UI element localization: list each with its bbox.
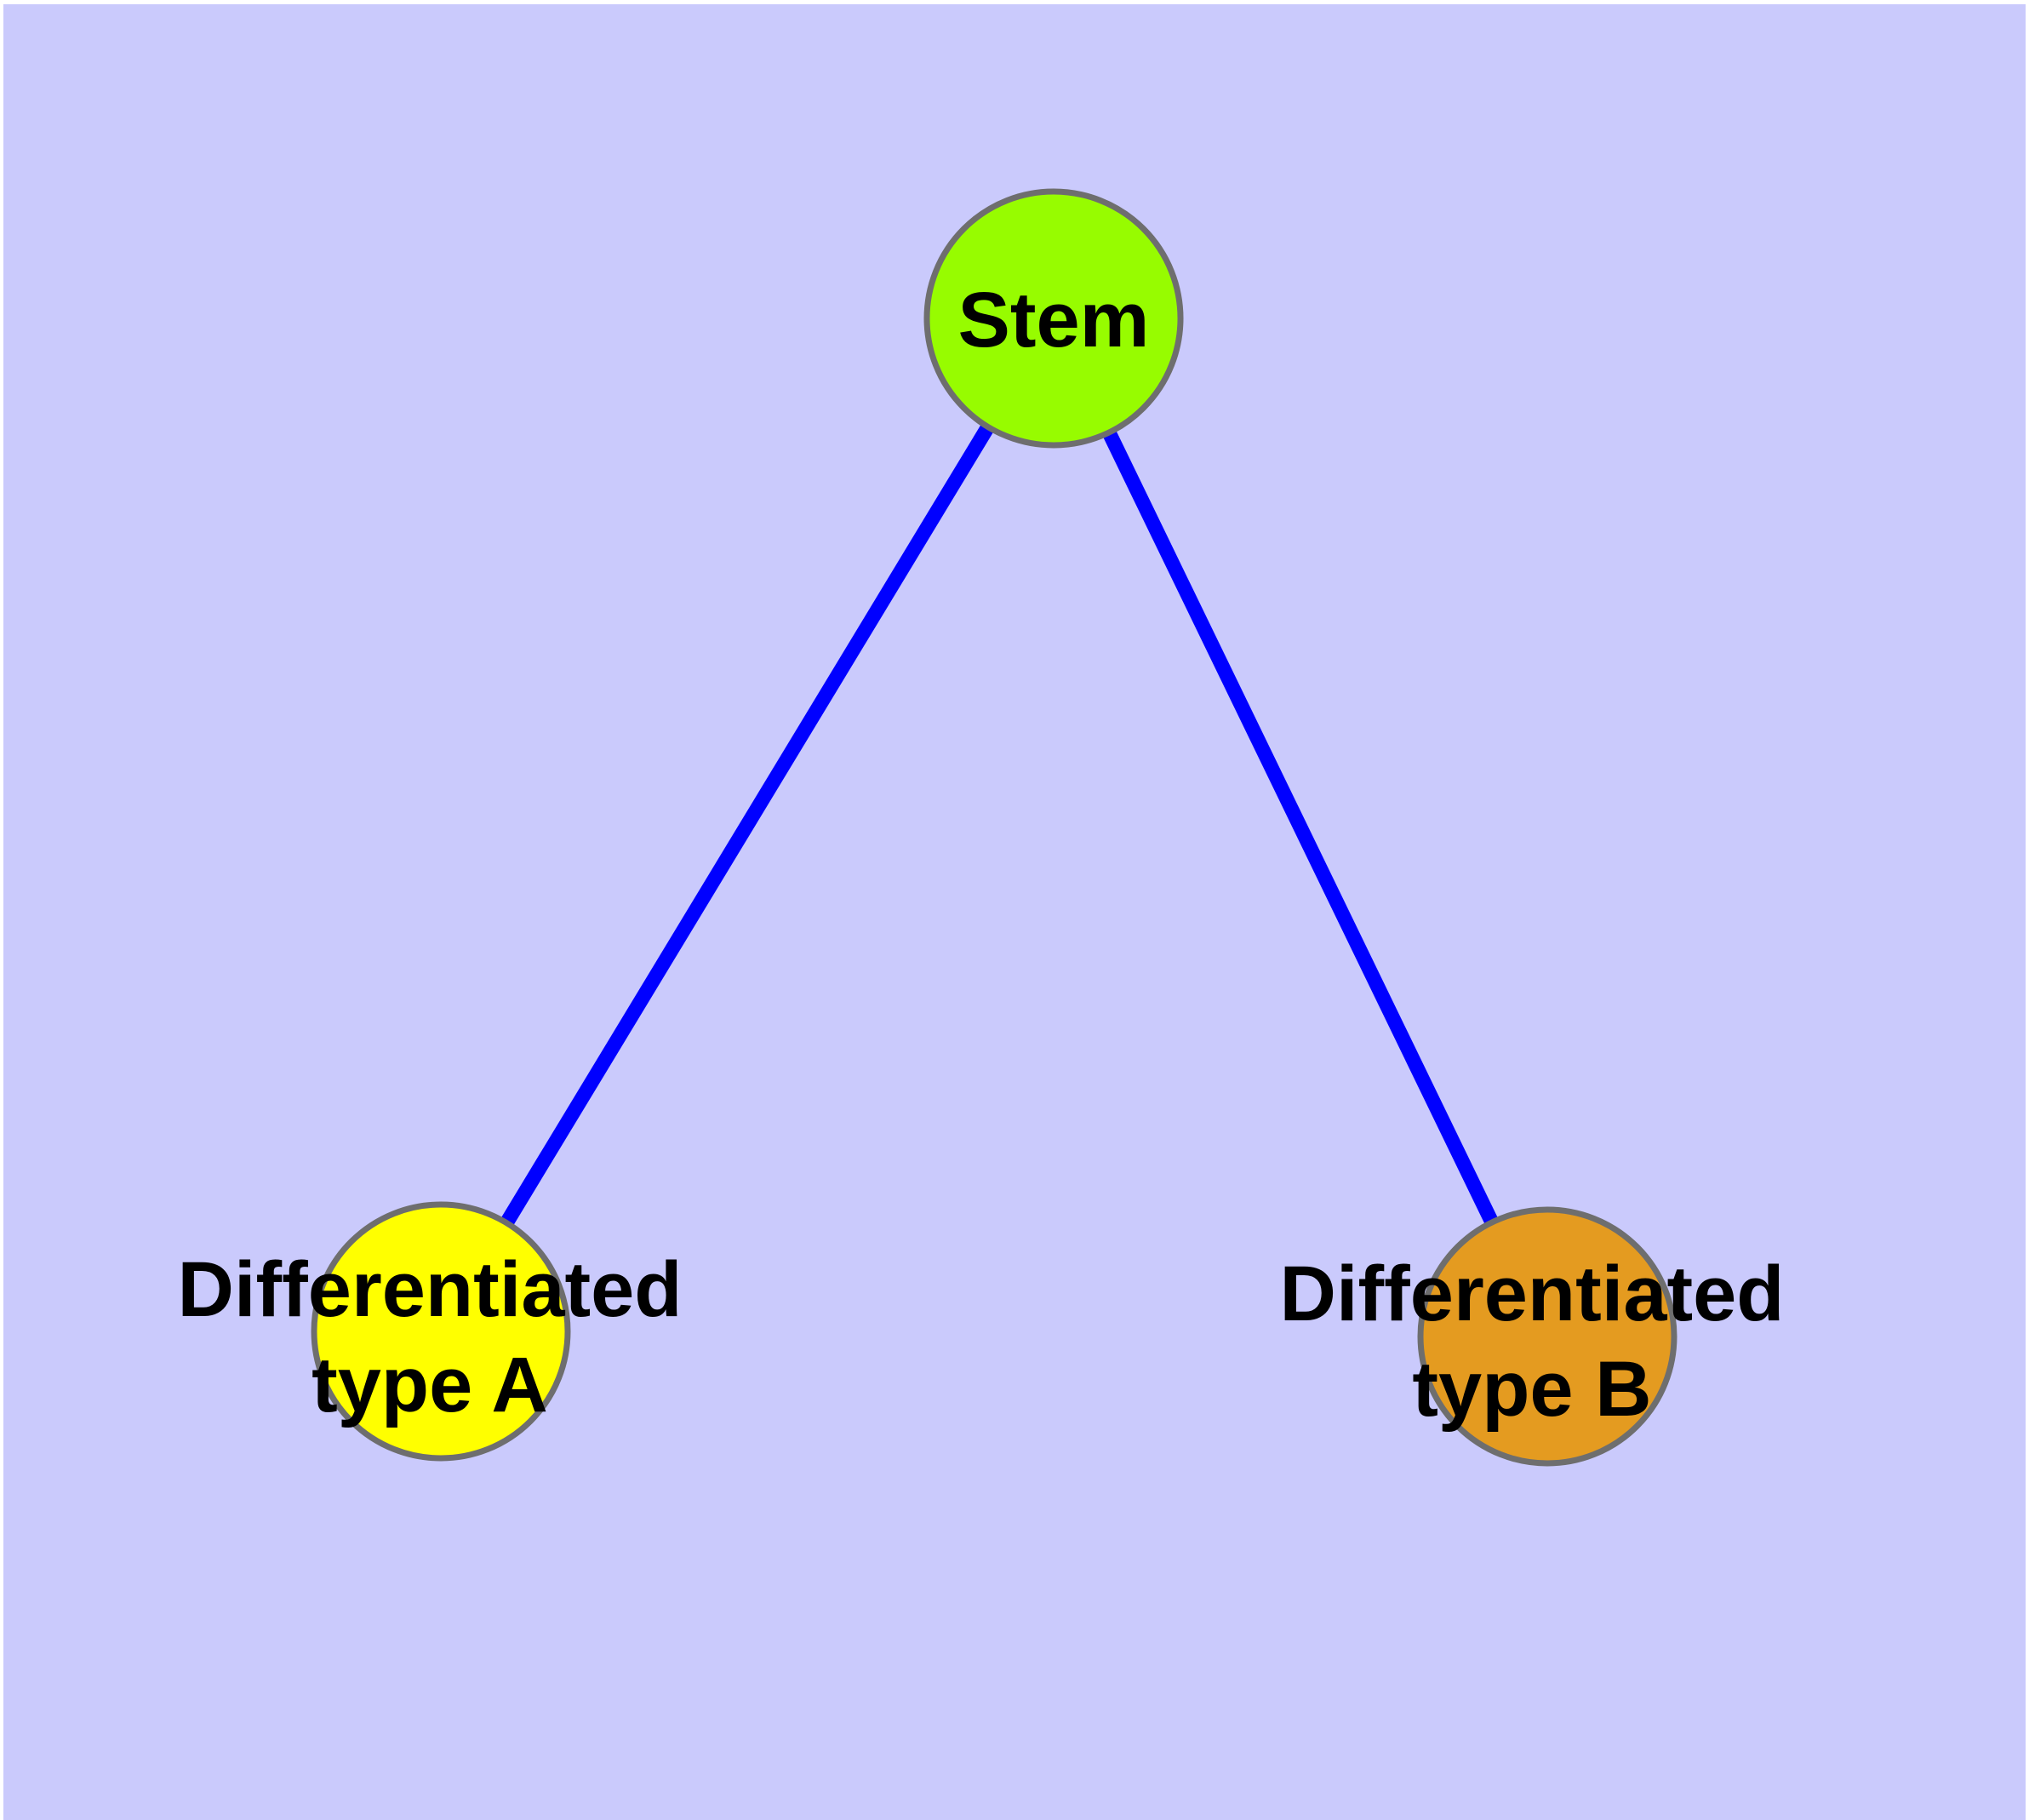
node-stem-circle	[923, 188, 1184, 449]
node-type-a-circle	[311, 1201, 571, 1462]
node-type-b-label-line2: type B	[1412, 1346, 1651, 1433]
edge-stem-to-type-b	[1047, 315, 1554, 1340]
edge-stem-to-type-a	[434, 314, 1060, 1336]
node-type-b-label-line1: Differentiated	[1280, 1251, 1785, 1337]
node-type-a-label-line2: type A	[311, 1342, 548, 1428]
node-type-a-label-line1: Differentiated	[178, 1246, 683, 1333]
node-stem-label: Stem	[958, 277, 1150, 363]
node-type-b-circle	[1417, 1206, 1677, 1467]
